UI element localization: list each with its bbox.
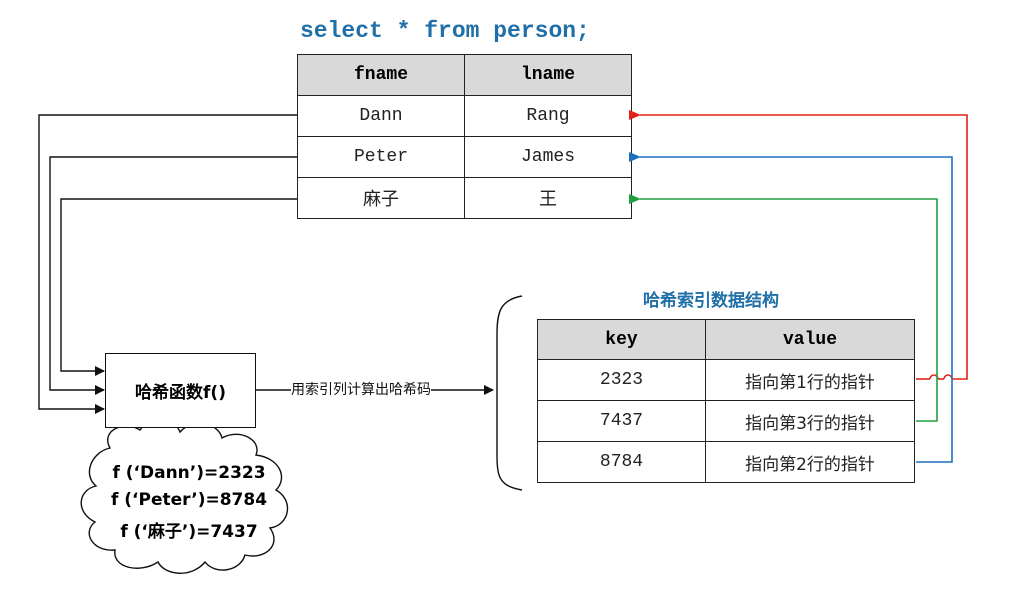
cell-lname: James xyxy=(464,136,632,178)
mazi-connector xyxy=(60,198,297,376)
cell-fname: 麻子 xyxy=(297,177,465,219)
cell-value: 指向第2行的指针 xyxy=(705,441,915,483)
hash-example-dann: f (‘Dann’)=2323 xyxy=(112,463,266,483)
header-fname: fname xyxy=(297,54,465,96)
table-row: Peter James xyxy=(297,136,632,178)
hash-function-label: 哈希函数f() xyxy=(135,383,226,403)
hash-example-mazi: f (‘麻子’)=7437 xyxy=(120,522,258,542)
peter-connector xyxy=(49,156,297,395)
hash-example-peter: f (‘Peter’)=8784 xyxy=(110,490,268,510)
table-row: 8784 指向第2行的指针 xyxy=(537,441,915,483)
pointer-line-blue xyxy=(629,152,953,463)
dann-connector xyxy=(38,114,297,414)
pointer-line-red xyxy=(629,110,968,380)
person-table: fname lname Dann Rang Peter James 麻子 王 xyxy=(297,54,632,219)
cell-key: 8784 xyxy=(537,441,706,483)
cell-key: 2323 xyxy=(537,359,706,401)
pointer-line-green xyxy=(629,194,938,422)
hash-function-box: 哈希函数f() xyxy=(105,353,256,428)
brace-bracket xyxy=(496,295,523,491)
row-to-hash-function-lines xyxy=(38,114,297,414)
cell-lname: Rang xyxy=(464,95,632,137)
hash-index-table: key value 2323 指向第1行的指针 7437 指向第3行的指针 87… xyxy=(537,319,915,483)
hash-cloud xyxy=(80,419,289,574)
calc-label: 用索引列计算出哈希码 xyxy=(291,379,431,399)
cell-key: 7437 xyxy=(537,400,706,442)
hash-structure-title: 哈希索引数据结构 xyxy=(643,291,779,311)
hash-header-row: key value xyxy=(537,319,915,360)
sql-query: select * from person; xyxy=(300,18,590,44)
header-key: key xyxy=(537,319,706,360)
cell-value: 指向第3行的指针 xyxy=(705,400,915,442)
person-header-row: fname lname xyxy=(297,54,632,96)
header-lname: lname xyxy=(464,54,632,96)
cell-lname: 王 xyxy=(464,177,632,219)
cell-fname: Peter xyxy=(297,136,465,178)
table-row: 7437 指向第3行的指针 xyxy=(537,400,915,442)
header-value: value xyxy=(705,319,915,360)
table-row: 麻子 王 xyxy=(297,177,632,219)
